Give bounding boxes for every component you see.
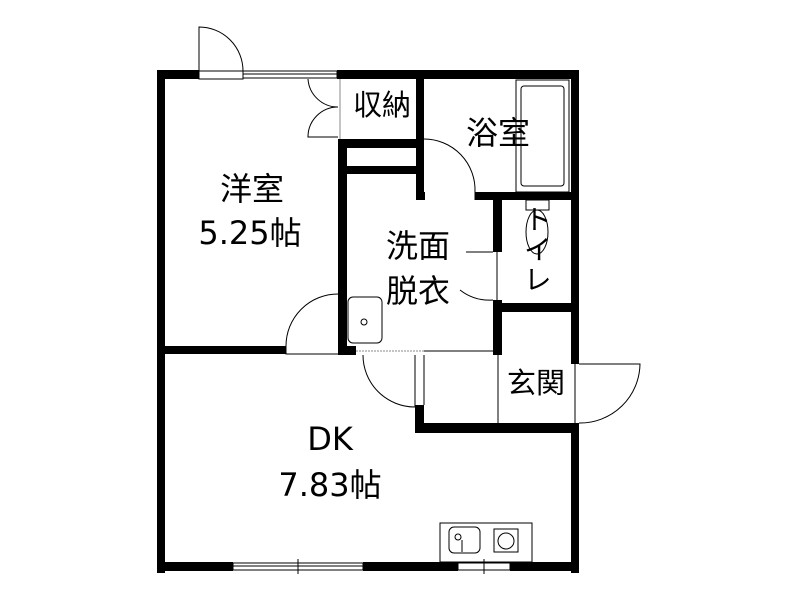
doors xyxy=(198,26,641,424)
room-toilet-name: トイレ xyxy=(519,205,553,295)
room-storage-name: 収納 xyxy=(352,88,412,122)
room-washroom-line1: 洗面 xyxy=(385,227,451,265)
room-western-name: 洋室 xyxy=(219,170,285,208)
room-dk-size: 7.83帖 xyxy=(278,466,382,504)
room-dk-name: DK xyxy=(307,420,353,458)
room-entrance-name: 玄関 xyxy=(506,366,566,400)
room-western-size: 5.25帖 xyxy=(198,214,302,252)
fixtures xyxy=(347,79,570,563)
windows xyxy=(232,70,511,574)
walls xyxy=(157,70,579,573)
room-washroom-line2: 脱衣 xyxy=(385,272,451,310)
room-bath-name: 浴室 xyxy=(465,114,531,152)
